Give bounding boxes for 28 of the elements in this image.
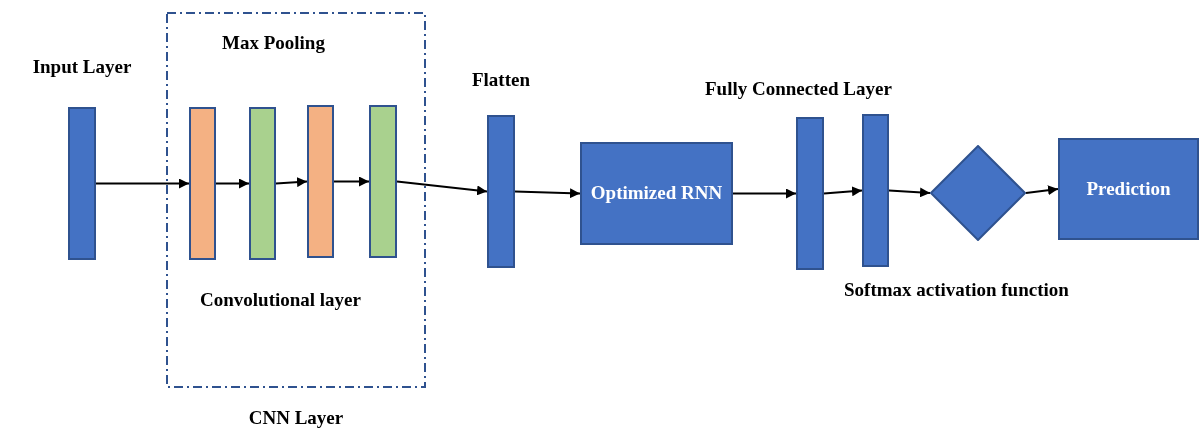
arrow <box>333 176 370 187</box>
process-box <box>580 142 733 245</box>
layer-label: Fully Connected Layer <box>705 79 892 100</box>
arrow <box>215 178 250 189</box>
arrow <box>95 178 190 189</box>
layer-label: Input Layer <box>31 57 133 78</box>
layer-label: Softmax activation function <box>844 280 1069 301</box>
pooling-bar <box>249 107 276 260</box>
group-title: CNN Layer <box>247 408 345 429</box>
arrow <box>732 188 797 199</box>
layer-label: Max Pooling <box>222 33 325 54</box>
dense-layer-bar <box>796 117 824 270</box>
arrow <box>823 186 863 197</box>
convolution-bar <box>307 105 334 258</box>
layer-label: Flatten <box>470 70 531 91</box>
softmax-diamond <box>930 145 1026 241</box>
node-text: Optimized RNN <box>589 181 724 206</box>
process-box <box>1058 138 1199 240</box>
dense-layer-bar <box>862 114 889 267</box>
node-text: Prediction <box>1085 176 1172 201</box>
arrow <box>275 177 308 188</box>
arrow <box>514 188 581 199</box>
arrow <box>888 187 931 198</box>
pooling-bar <box>369 105 397 258</box>
convolution-bar <box>189 107 216 260</box>
arrow <box>1025 185 1059 196</box>
layer-label: Convolutional layer <box>200 290 361 311</box>
arrow <box>396 180 488 196</box>
